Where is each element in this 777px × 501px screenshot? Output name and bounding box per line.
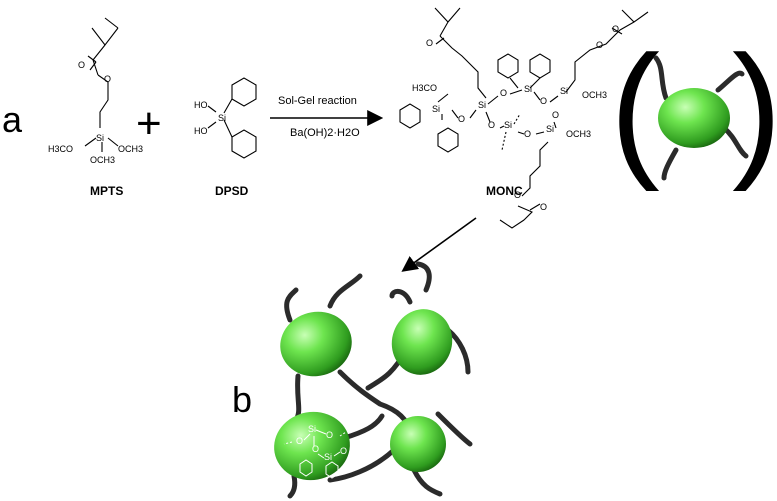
- mpts-atom-si: Si: [96, 133, 104, 143]
- monc-atom-h3co: H3CO: [412, 83, 437, 93]
- monc-atom-o-mid: O: [488, 120, 495, 130]
- network-sphere-1: [280, 311, 352, 377]
- condition-below: Ba(OH)2·H2O: [290, 127, 360, 139]
- monc-atom-o-bottom: O: [524, 129, 531, 139]
- dpsd-atom-si: Si: [218, 113, 226, 123]
- monc-atom-si-right: Si: [560, 86, 568, 96]
- bracket-left: (: [610, 24, 660, 192]
- monc-atom-och3-right: OCH3: [582, 90, 607, 100]
- dpsd-atom-ho1: HO: [194, 100, 208, 110]
- monc-atom-o-topright: O: [540, 96, 547, 106]
- inset-o-4: O: [340, 446, 347, 456]
- network-sphere-4: [390, 416, 446, 472]
- dpsd-structure: Si HO HO DPSD: [194, 77, 257, 198]
- monc-atom-si-top: Si: [524, 84, 532, 94]
- inset-si-2: Si: [324, 452, 332, 462]
- mpts-atom-h3co: H3CO: [48, 144, 73, 154]
- inset-siloxane: Si O O O Si O: [283, 424, 347, 479]
- panel-label-a: a: [2, 99, 23, 140]
- inset-o-1: O: [296, 436, 303, 446]
- mpts-name: MPTS: [90, 184, 123, 198]
- inset-o-3: O: [312, 444, 319, 454]
- monc-atom-och3-br: OCH3: [566, 129, 591, 139]
- monc-atom-o-carbonyl-bottom: O: [540, 202, 547, 212]
- mpts-atom-o1: O: [78, 60, 85, 70]
- monc-atom-o-carbonyl-top: O: [426, 38, 433, 48]
- panel-label-b: b: [232, 379, 252, 420]
- monc-atom-o-ester-tr: O: [596, 40, 603, 50]
- dpsd-name: DPSD: [215, 184, 249, 198]
- monc-atom-o-carbonyl-tr: O: [612, 24, 619, 34]
- mpts-structure: O O Si H3CO OCH3 OCH3 MPTS: [48, 17, 143, 198]
- monc-atom-si-left: Si: [432, 104, 440, 114]
- monc-atom-si-core: Si: [478, 100, 486, 110]
- inset-o-2: O: [326, 430, 333, 440]
- monc-atom-si-bottom: Si: [504, 120, 512, 130]
- assembly-arrow: [401, 217, 477, 272]
- condition-above: Sol-Gel reaction: [278, 95, 357, 107]
- mpts-atom-och3-a: OCH3: [118, 144, 143, 154]
- monc-atom-o-left: O: [458, 114, 465, 124]
- monc-structure: O O O H3CO Si O Si O Si O Si OCH3 O O Si…: [399, 7, 649, 229]
- monc-schematic: ( ): [610, 24, 777, 192]
- mpts-atom-och3-b: OCH3: [90, 155, 115, 165]
- monc-atom-o-ester-bottom: O: [514, 190, 521, 200]
- monc-atom-o-top: O: [500, 88, 507, 98]
- monc-atom-o-rightmid: O: [552, 110, 559, 120]
- dpsd-atom-ho2: HO: [194, 126, 208, 136]
- bracket-right: ): [732, 24, 777, 192]
- network-sphere-2: [391, 309, 453, 375]
- monc-name: MONC: [486, 184, 523, 198]
- plus-sign: +: [136, 99, 162, 148]
- mpts-atom-o2: O: [104, 74, 111, 84]
- monc-atom-si-br: Si: [546, 124, 554, 134]
- nanocluster-sphere: [658, 88, 730, 148]
- monc-network: Si O O O Si O: [274, 261, 473, 499]
- inset-si-1: Si: [308, 424, 316, 434]
